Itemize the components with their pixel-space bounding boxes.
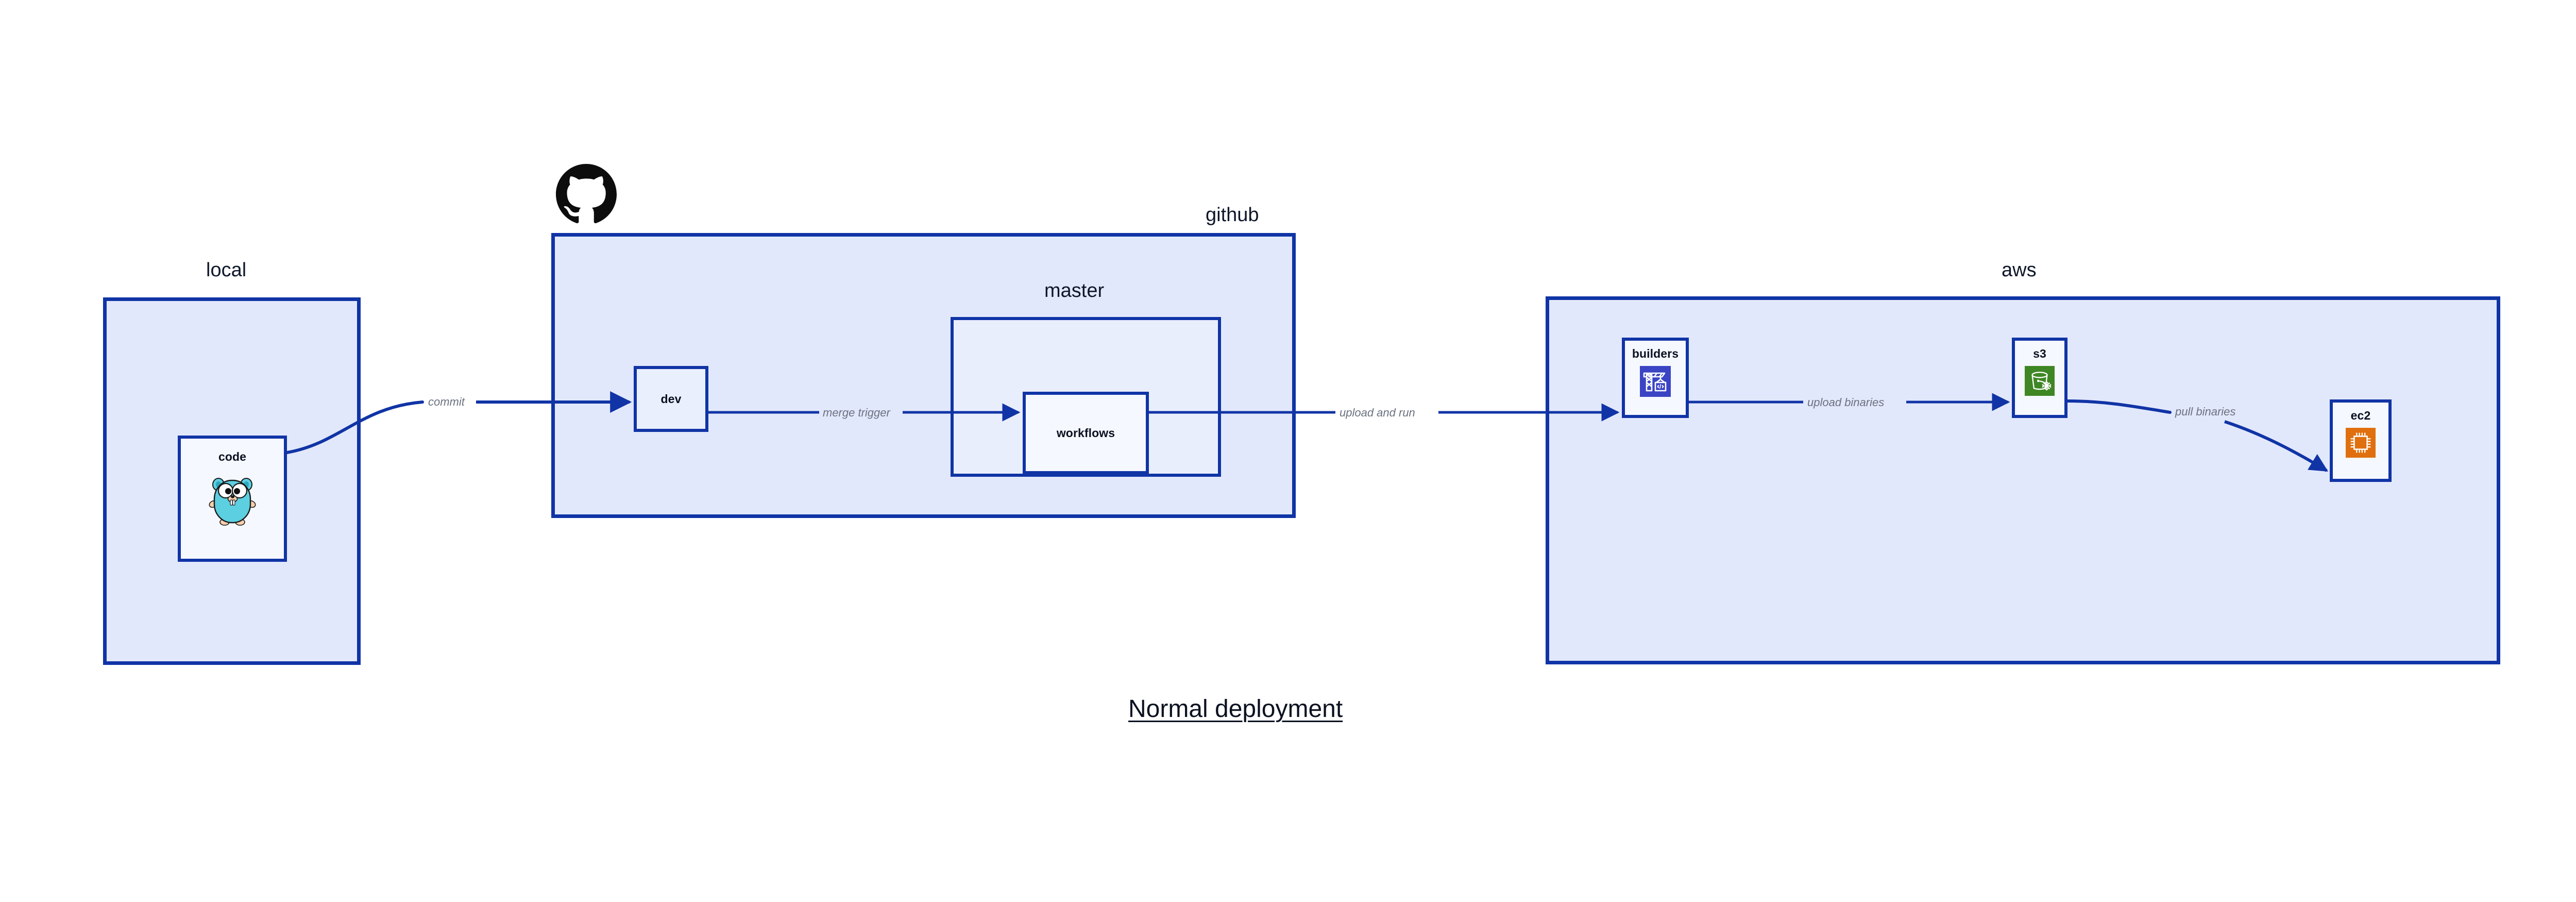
edge-label-commit: commit	[428, 395, 465, 408]
node-s3[interactable]: s3	[2012, 338, 2067, 418]
diagram-caption: Normal deployment	[1128, 695, 1343, 723]
node-ec2[interactable]: ec2	[2330, 399, 2392, 482]
group-label-github: github	[1206, 204, 1259, 226]
edge-label-upload-binaries: upload binaries	[1807, 396, 1885, 409]
edge-label-upload-and-run: upload and run	[1340, 406, 1415, 419]
aws-codebuild-crane-icon	[1640, 366, 1671, 399]
node-builders-label: builders	[1632, 347, 1679, 360]
node-code-label: code	[218, 450, 247, 463]
go-gopher-icon	[208, 472, 257, 528]
node-workflows[interactable]: workflows	[1023, 392, 1149, 474]
group-label-local: local	[206, 259, 247, 281]
node-builders[interactable]: builders	[1622, 338, 1689, 418]
node-dev-label: dev	[660, 392, 682, 406]
node-s3-label: s3	[2033, 347, 2046, 360]
node-code[interactable]: code	[178, 436, 287, 562]
github-octocat-icon	[555, 164, 617, 227]
edge-label-pull-binaries: pull binaries	[2175, 405, 2236, 418]
aws-ec2-chip-icon	[2346, 428, 2376, 460]
node-dev[interactable]: dev	[634, 366, 708, 432]
aws-s3-glacier-bucket-icon	[2025, 366, 2055, 398]
node-ec2-label: ec2	[2350, 409, 2371, 422]
edge-label-merge-trigger: merge trigger	[823, 406, 890, 419]
node-workflows-label: workflows	[1056, 426, 1115, 440]
group-label-aws: aws	[2002, 259, 2037, 281]
group-label-master: master	[1044, 280, 1105, 302]
